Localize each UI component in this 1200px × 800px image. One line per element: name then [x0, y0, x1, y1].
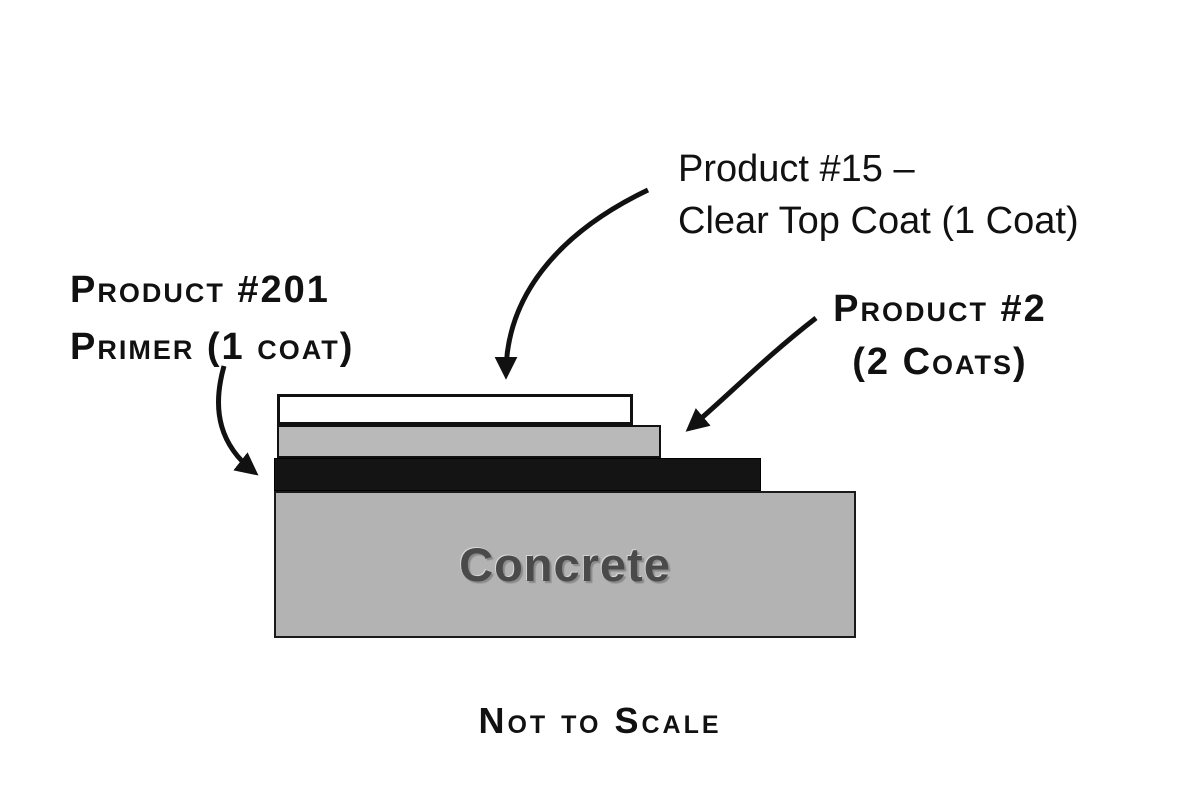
concrete-label: Concrete [459, 538, 671, 591]
top-coat-label-line1: Product #15 – [678, 148, 915, 190]
primer-label: Product #201 Primer (1 coat) [70, 262, 354, 376]
primer-label-line1: Product #201 [70, 269, 330, 311]
layer-primer [274, 458, 761, 491]
not-to-scale-label: Not to Scale [478, 700, 722, 741]
layer-product-2 [277, 425, 661, 458]
product2-label: Product #2 (2 Coats) [790, 283, 1090, 389]
product2-label-line2: (2 Coats) [852, 341, 1028, 383]
primer-label-line2: Primer (1 coat) [70, 326, 355, 368]
top-coat-arrow-icon [494, 187, 650, 380]
top-coat-label-line2: Clear Top Coat (1 Coat) [678, 200, 1079, 242]
layer-concrete: Concrete [274, 491, 856, 638]
layer-clear-top-coat [277, 394, 633, 425]
top-coat-label: Product #15 – Clear Top Coat (1 Coat) [678, 143, 1079, 247]
primer-arrow-icon [216, 365, 259, 476]
product2-label-line1: Product #2 [833, 288, 1047, 330]
